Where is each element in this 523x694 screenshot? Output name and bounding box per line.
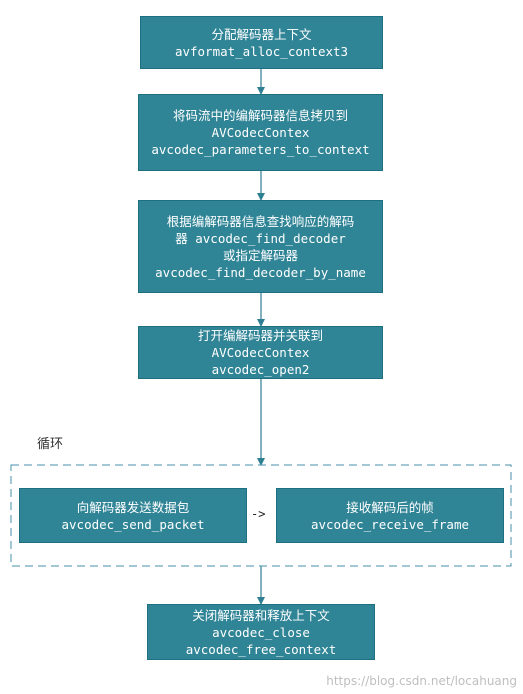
final-title: 关闭解码器和释放上下文 [192,607,330,623]
step-2-code2: avcodec_parameters_to_context [151,142,370,157]
loop-label: 循环 [37,437,64,452]
final-code2: avcodec_free_context [185,641,337,657]
step-3-title: 根据编解码器信息查找响应的解码 [166,213,355,229]
loop-arrow-text: -> [251,507,266,521]
send-code: avcodec_send_packet [61,516,205,532]
step-3-line2: 器 avcodec_find_decoder [175,230,346,246]
step-find-decoder: 根据编解码器信息查找响应的解码 器 avcodec_find_decoder 或… [138,200,383,293]
final-code: avcodec_close [212,624,310,640]
watermark: https://blog.csdn.net/locahuang [326,674,517,688]
loop-frame [10,464,512,567]
step-copy-parameters: 将码流中的编解码器信息拷贝到 AVCodecContex avcodec_par… [138,94,383,171]
step-1-title: 分配解码器上下文 [211,26,312,42]
step-3-line3: 或指定解码器 [222,247,298,263]
step-open-decoder: 打开编解码器并关联到 AVCodecContex avcodec_open2 [138,326,383,379]
loop-receive-frame: 接收解码后的帧 avcodec_receive_frame [276,488,504,543]
step-4-title: 打开编解码器并关联到 [197,328,323,343]
step-4-code: AVCodecContex [211,345,310,360]
step-2-code: AVCodecContex [211,125,310,140]
step-alloc-context: 分配解码器上下文 avformat_alloc_context3 [140,16,383,69]
loop-send-packet: 向解码器发送数据包 avcodec_send_packet [19,488,247,543]
send-title: 向解码器发送数据包 [76,499,190,515]
receive-code: avcodec_receive_frame [310,516,470,532]
step-4-code2: avcodec_open2 [211,362,310,377]
step-close-free: 关闭解码器和释放上下文 avcodec_close avcodec_free_c… [147,604,375,660]
receive-title: 接收解码后的帧 [346,499,434,515]
step-3-code: avcodec_find_decoder_by_name [155,264,366,280]
step-1-code: avformat_alloc_context3 [174,43,349,59]
step-2-title: 将码流中的编解码器信息拷贝到 [172,108,348,123]
